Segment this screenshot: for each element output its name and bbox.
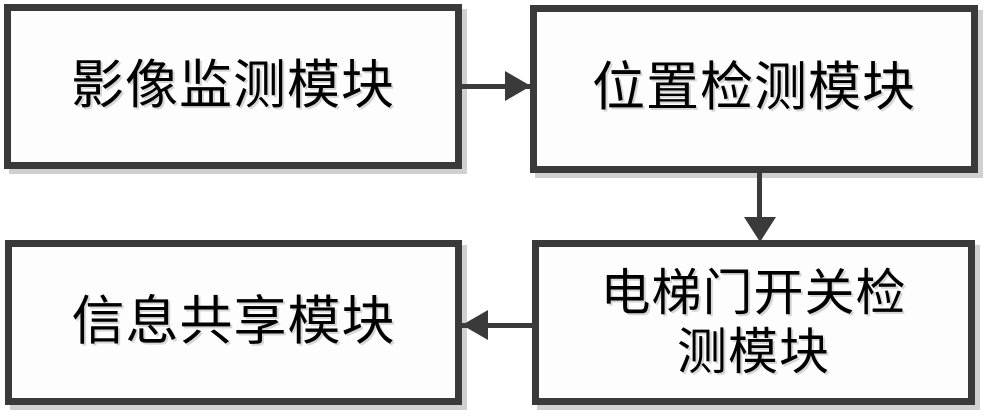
node-label-image-monitoring-module: 影像监测模块 [71, 56, 395, 115]
arrow-left-icon [462, 310, 488, 340]
node-label-elevator-door-switch-detection-module: 电梯门开关检 测模块 [600, 264, 907, 380]
arrow-down-icon [744, 217, 776, 242]
arrow-right-icon [505, 71, 531, 101]
connector-line [757, 172, 762, 227]
node-information-sharing-module[interactable]: 信息共享模块 [5, 240, 462, 405]
connector-line [462, 84, 534, 89]
node-label-position-detection-module: 位置检测模块 [592, 59, 916, 118]
node-image-monitoring-module[interactable]: 影像监测模块 [4, 4, 462, 169]
node-position-detection-module[interactable]: 位置检测模块 [530, 5, 978, 173]
connector-line [462, 323, 534, 328]
node-label-information-sharing-module: 信息共享模块 [71, 292, 396, 351]
node-elevator-door-switch-detection-module[interactable]: 电梯门开关检 测模块 [532, 240, 975, 405]
